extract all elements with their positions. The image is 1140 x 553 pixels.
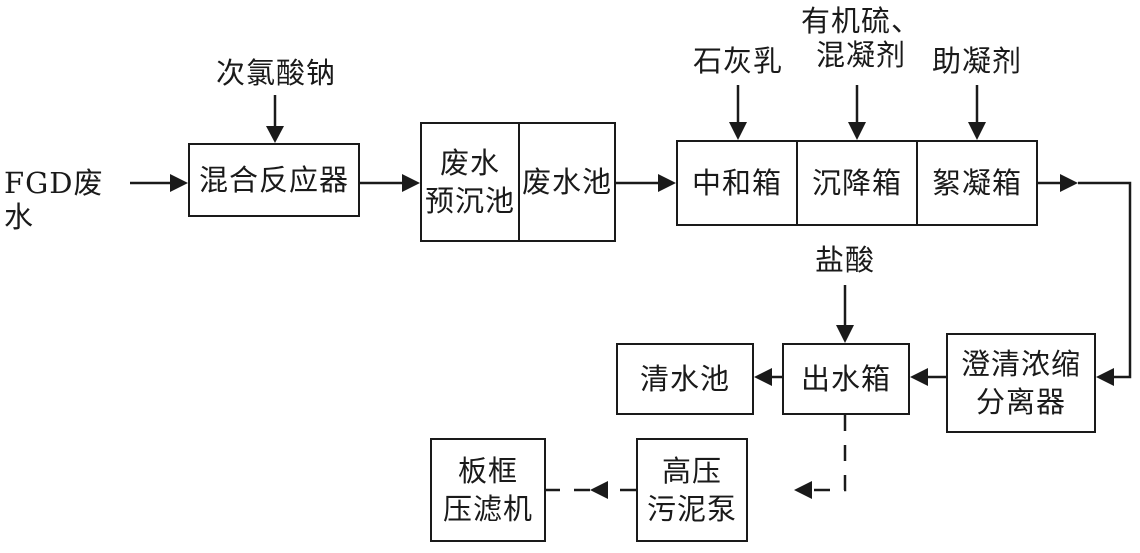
dosing-label-organosulfur-coagulant: 有机硫、 混凝剂 — [800, 4, 921, 72]
arrowhead-wastewater-to-neutralization — [658, 174, 676, 192]
arrowhead-coagulant-aid — [968, 122, 986, 140]
arrowhead-hydrochloric-acid — [836, 325, 854, 343]
input-label-fgd-wastewater: FGD废水 — [4, 166, 104, 234]
arrowhead-coagulant — [848, 122, 866, 140]
arrowhead-clarifier-to-effluent — [910, 368, 928, 386]
unit-plate-frame-filter-press: 板框 压滤机 — [430, 438, 546, 542]
dosing-label-coagulant-aid: 助凝剂 — [931, 44, 1022, 78]
unit-pre-settling-tank: 废水 预沉池 — [420, 122, 520, 242]
dosing-label-lime-milk: 石灰乳 — [692, 44, 783, 78]
unit-clarifier-thickener: 澄清浓缩 分离器 — [946, 333, 1096, 433]
dosing-label-sodium-hypochlorite: 次氯酸钠 — [215, 56, 336, 90]
unit-flocculation-tank: 絮凝箱 — [916, 140, 1038, 226]
arrowhead-sludge-to-press — [590, 481, 608, 499]
unit-clean-water-tank: 清水池 — [616, 343, 754, 415]
arrowhead-mixer-to-presettling — [402, 174, 420, 192]
arrowhead-effluent-to-clean — [754, 368, 772, 386]
arrowhead-fgd-to-mixer — [170, 174, 188, 192]
dosing-label-hydrochloric-acid: 盐酸 — [814, 243, 875, 277]
unit-mixing-reactor: 混合反应器 — [188, 143, 360, 217]
unit-settling-tank: 沉降箱 — [796, 140, 918, 226]
arrowhead-sludge-to-pump — [794, 481, 812, 499]
arrowhead-lime-milk — [729, 122, 747, 140]
arrowhead-flocculation-out — [1060, 174, 1078, 192]
unit-wastewater-tank: 废水池 — [518, 122, 616, 242]
sludge-line-effluent-to-pump — [812, 415, 847, 492]
arrowhead-hypochlorite — [266, 126, 284, 143]
unit-neutralization-tank: 中和箱 — [676, 140, 798, 226]
arrowhead-to-clarifier — [1096, 368, 1114, 386]
flow-line-to-clarifier — [1078, 181, 1132, 379]
unit-effluent-tank: 出水箱 — [782, 343, 910, 415]
unit-high-pressure-sludge-pump: 高压 污泥泵 — [636, 438, 748, 542]
